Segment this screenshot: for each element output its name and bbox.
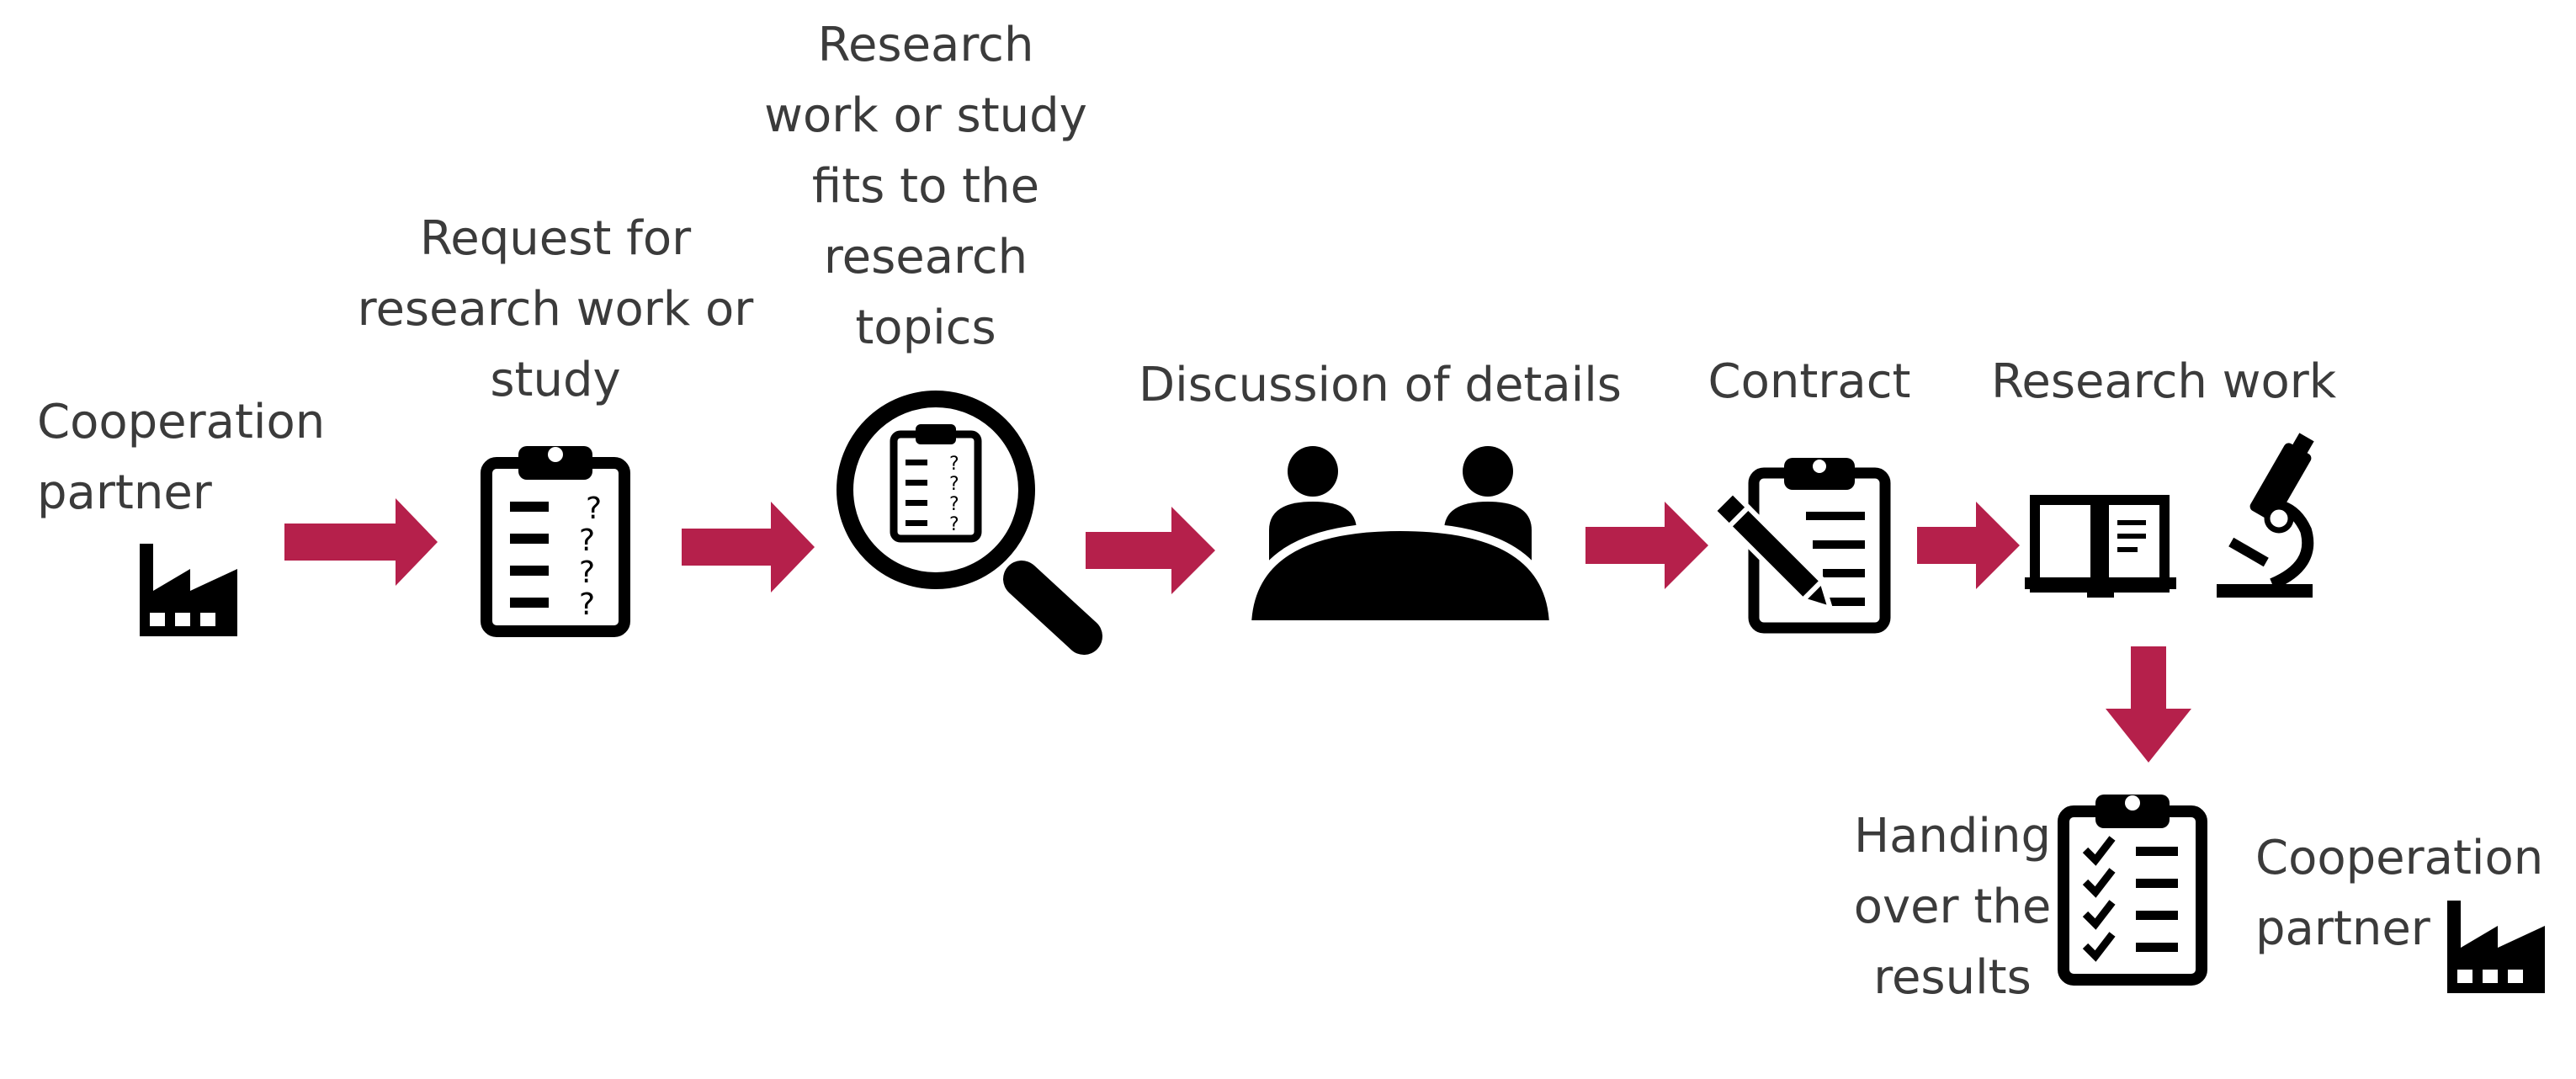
factory-icon	[2447, 901, 2545, 993]
arrow-down	[2106, 646, 2191, 763]
arrow-3	[1086, 507, 1215, 594]
label-fits-topics: Research work or study fits to the resea…	[764, 18, 1087, 355]
svg-text:?: ?	[949, 494, 959, 515]
svg-text:?: ?	[949, 474, 959, 495]
svg-text:?: ?	[579, 555, 595, 590]
arrow-5	[1917, 502, 2020, 589]
svg-text:?: ?	[949, 454, 959, 475]
svg-text:?: ?	[579, 587, 595, 622]
label-research-work: Research work	[1991, 354, 2337, 409]
label-cooperation-partner-end: Cooperation partner	[2255, 831, 2544, 956]
label-contract: Contract	[1708, 354, 1911, 409]
factory-icon	[140, 544, 237, 636]
magnifier-clipboard-icon: ? ? ? ?	[837, 391, 1102, 655]
arrow-4	[1585, 502, 1708, 589]
microscope-icon	[2217, 433, 2314, 598]
label-discussion: Discussion of details	[1139, 358, 1622, 412]
open-book-icon	[2025, 495, 2176, 598]
clipboard-pen-icon	[1710, 458, 1891, 634]
clipboard-question-icon: ? ? ? ?	[481, 446, 630, 637]
arrow-2	[682, 502, 815, 593]
label-handing-over: Handing over the results	[1853, 809, 2052, 1005]
label-cooperation-partner-start: Cooperation partner	[37, 395, 326, 520]
clipboard-checklist-icon	[2058, 795, 2207, 986]
meeting-table-icon	[1242, 446, 1559, 629]
label-request: Request for research work or study	[357, 211, 754, 407]
arrow-1	[284, 498, 438, 586]
svg-text:?: ?	[586, 492, 602, 526]
svg-text:?: ?	[579, 524, 595, 558]
svg-text:?: ?	[949, 514, 959, 535]
